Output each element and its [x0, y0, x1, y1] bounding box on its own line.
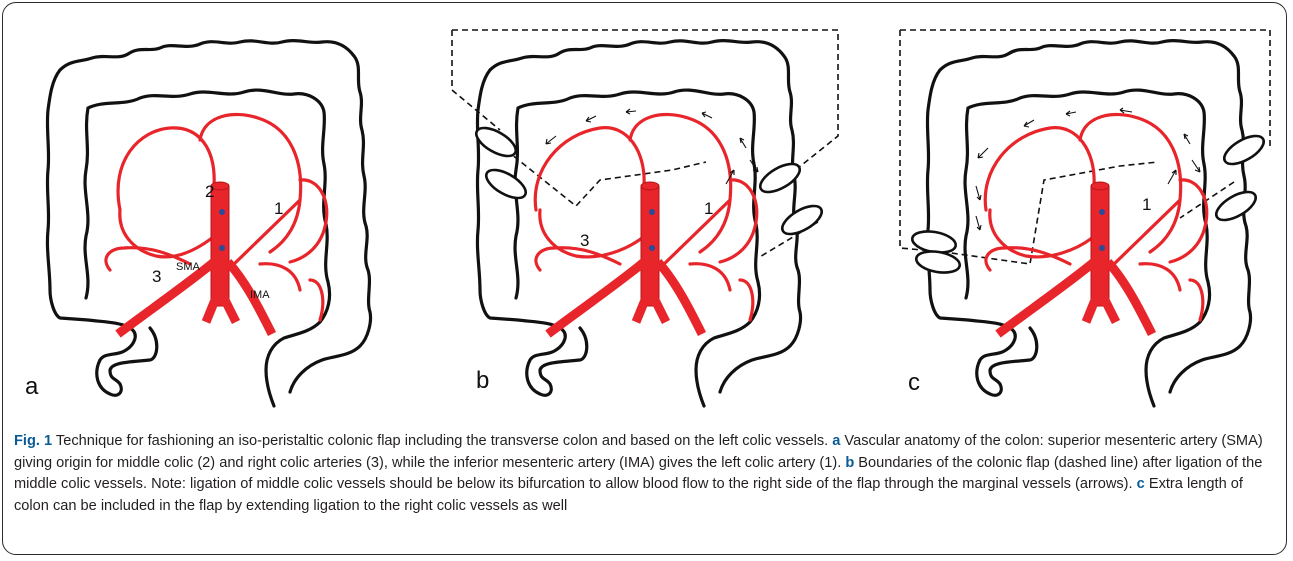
figure-number: Fig. 1: [14, 433, 52, 449]
panel-letter-b: b: [476, 367, 489, 394]
label-a-1: 1: [274, 199, 283, 218]
caption-tag-c: c: [1137, 476, 1145, 492]
label-c-1: 1: [1142, 195, 1151, 214]
label-b-3: 3: [580, 231, 589, 250]
flow-arrows-b: [546, 109, 758, 184]
panel-letter-a: a: [25, 373, 39, 400]
caption-intro: Technique for fashioning an iso-peristal…: [52, 433, 832, 449]
label-a-3: 3: [152, 267, 161, 286]
panel-c: 1 c: [900, 30, 1270, 406]
panel-b: 1 3 b: [452, 30, 838, 406]
caption-tag-b: b: [845, 455, 854, 471]
label-a-ima: IMA: [250, 289, 270, 301]
panel-a: 2 1 3 SMA IMA a: [25, 41, 371, 406]
label-a-sma: SMA: [176, 261, 201, 273]
figure-caption: Fig. 1 Technique for fashioning an iso-p…: [14, 431, 1272, 517]
label-a-2: 2: [205, 182, 214, 201]
figure-illustration: 2 1 3 SMA IMA a: [0, 0, 1293, 430]
label-b-1: 1: [704, 199, 713, 218]
panel-letter-c: c: [908, 369, 920, 396]
